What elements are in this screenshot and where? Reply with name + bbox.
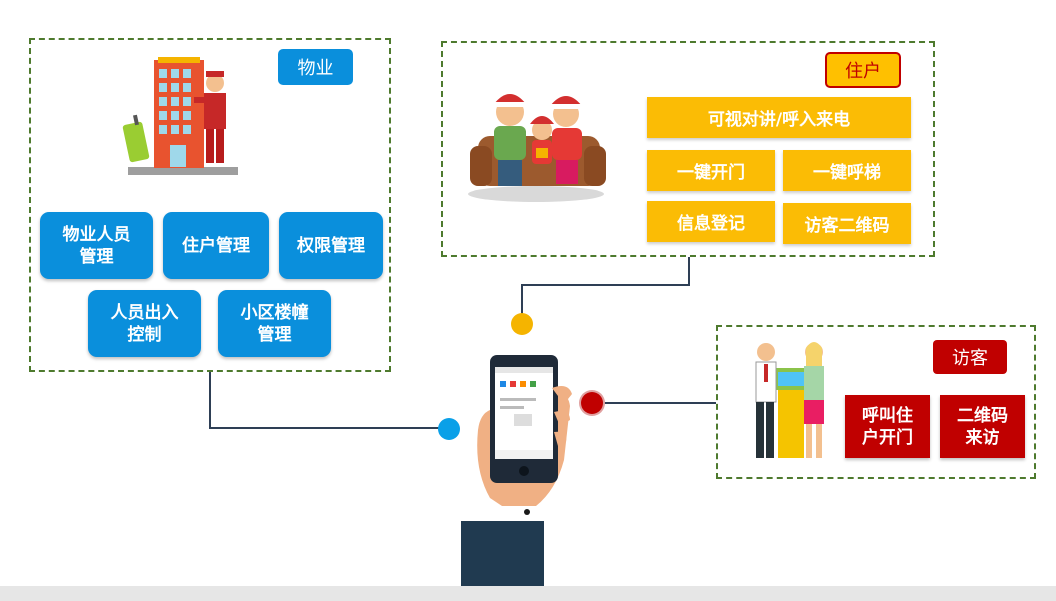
permission-management-button[interactable]: 权限管理 xyxy=(279,212,383,279)
bottom-bar xyxy=(0,586,1056,601)
qrcode-visit-button[interactable]: 二维码 来访 xyxy=(940,395,1025,458)
connector-property-dot xyxy=(438,418,460,440)
resident-management-button[interactable]: 住户管理 xyxy=(163,212,269,279)
connector-property-horizontal xyxy=(209,427,450,429)
info-registration-button[interactable]: 信息登记 xyxy=(647,201,775,242)
one-key-elevator-button[interactable]: 一键呼梯 xyxy=(783,150,911,191)
connector-resident-vertical-top xyxy=(688,257,690,285)
family-sofa-illustration xyxy=(468,94,606,202)
visitor-qrcode-button[interactable]: 访客二维码 xyxy=(783,203,911,244)
connector-resident-dot xyxy=(511,313,533,335)
building-management-button[interactable]: 小区楼幢 管理 xyxy=(218,290,331,357)
hand-phone-illustration xyxy=(461,355,572,586)
resident-tag: 住户 xyxy=(825,52,901,88)
connector-resident-vertical-bottom xyxy=(521,284,523,316)
visitor-kiosk-illustration xyxy=(755,342,824,458)
one-key-unlock-button[interactable]: 一键开门 xyxy=(647,150,775,191)
access-control-button[interactable]: 人员出入 控制 xyxy=(88,290,201,357)
connector-visitor-horizontal xyxy=(592,402,716,404)
visitor-panel xyxy=(716,325,1036,479)
resident-panel xyxy=(441,41,935,257)
visitor-tag: 访客 xyxy=(933,340,1007,374)
connector-property-vertical xyxy=(209,372,211,429)
connector-resident-horizontal xyxy=(521,284,690,286)
property-tag: 物业 xyxy=(278,49,353,85)
hotel-bellboy-illustration xyxy=(122,57,238,175)
video-intercom-button[interactable]: 可视对讲/呼入来电 xyxy=(647,97,911,138)
staff-management-button[interactable]: 物业人员 管理 xyxy=(40,212,153,279)
property-panel xyxy=(29,38,391,372)
connector-visitor-dot xyxy=(581,392,603,414)
call-resident-open-button[interactable]: 呼叫住 户开门 xyxy=(845,395,930,458)
